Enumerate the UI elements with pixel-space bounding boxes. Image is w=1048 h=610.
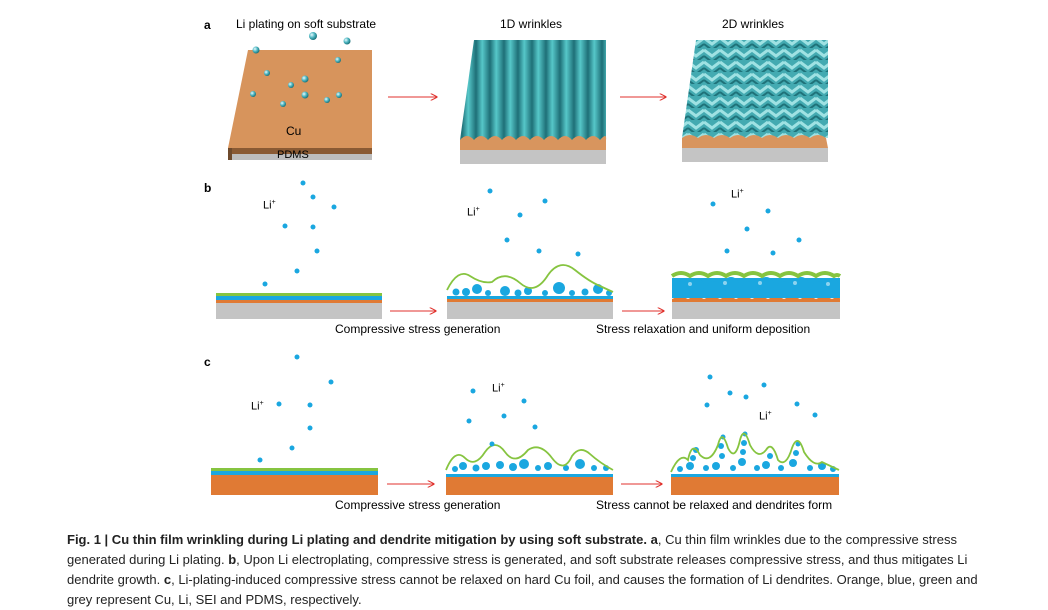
panel-a-letter: a: [204, 18, 211, 32]
pdms-label: PDMS: [277, 149, 309, 161]
panel-a-title-2d: 2D wrinkles: [722, 17, 785, 31]
li-ions-b-mid: [487, 188, 581, 257]
soft-substrate-block: [228, 50, 372, 160]
stack-c-mid: [445, 444, 614, 495]
panel-c: [211, 354, 840, 495]
cu-label: Cu: [286, 124, 302, 138]
li-ion-label-c-mid: Li+: [492, 382, 505, 395]
li-ions-c-mid: [466, 388, 538, 447]
panel-a: [228, 32, 828, 164]
li-ions-c-right: [704, 374, 818, 418]
panel-b-caption-right: Stress relaxation and uniform deposition: [596, 322, 811, 336]
panel-c-caption-mid: Compressive stress generation: [335, 498, 501, 512]
wrinkles-1d: [460, 40, 607, 164]
caption-c-tag: c: [163, 572, 172, 587]
li-ion-label-b-left: Li+: [263, 199, 276, 212]
panel-a-title-1d: 1D wrinkles: [500, 17, 563, 31]
panel-b-caption-mid: Compressive stress generation: [335, 322, 501, 336]
caption-a-text: , Cu thin film wrinkles due to the compr…: [67, 532, 957, 567]
li-spheres-a: [250, 32, 351, 107]
stack-c-left: [211, 468, 378, 495]
caption-b-tag: b: [228, 552, 237, 567]
caption-b-text: , Upon Li electroplating, compressive st…: [67, 552, 968, 587]
caption-fig-label: Fig. 1 | Cu thin film wrinkling during L…: [67, 532, 647, 547]
dendrites: [677, 431, 836, 472]
li-ions-b-right: [710, 201, 802, 256]
panel-c-caption-right: Stress cannot be relaxed and dendrites f…: [596, 498, 833, 512]
stack-c-right: [670, 431, 840, 495]
figure-artwork: [211, 32, 842, 495]
li-ion-label-c-right: Li+: [759, 410, 772, 423]
panel-b: [216, 180, 842, 319]
panel-b-letter: b: [204, 181, 212, 195]
li-ions-b-left: [262, 180, 337, 287]
li-ions-c-left: [257, 354, 334, 463]
stack-b-mid: [446, 264, 614, 319]
caption-a-tag: a: [650, 532, 658, 547]
stack-b-left: [216, 293, 382, 319]
li-ion-label-c-left: Li+: [251, 400, 264, 413]
panel-a-title-soft: Li plating on soft substrate: [236, 17, 377, 31]
wrinkles-2d: [682, 40, 828, 162]
li-ion-label-b-right: Li+: [731, 188, 744, 201]
figure-1: a Li plating on soft substrate 1D wrinkl…: [204, 17, 842, 512]
li-ion-label-b-mid: Li+: [467, 206, 480, 219]
figure-caption: Fig. 1 | Cu thin film wrinkling during L…: [67, 530, 987, 610]
stack-b-right: [670, 271, 842, 319]
caption-c-text: , Li-plating-induced compressive stress …: [67, 572, 978, 607]
panel-c-letter: c: [204, 355, 211, 369]
